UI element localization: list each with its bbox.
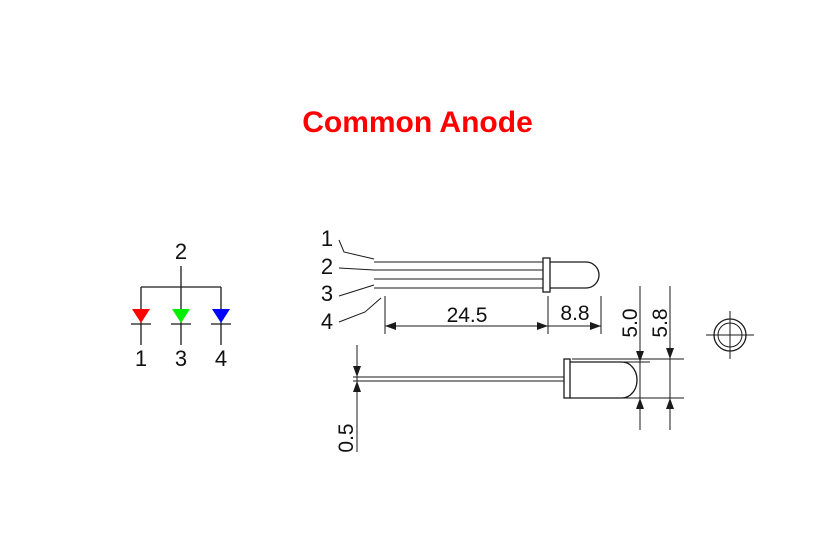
diode-red-symbol xyxy=(132,309,150,323)
diode-green-symbol xyxy=(172,309,190,323)
pin-label-2: 2 xyxy=(321,254,333,279)
common-pin-label: 2 xyxy=(175,239,187,264)
leader-pin-1 xyxy=(338,239,375,260)
pin-label-4: 4 xyxy=(321,309,333,334)
diagram-title: Common Anode xyxy=(302,106,533,139)
side-flange xyxy=(563,358,571,399)
diode-blue-pin-label: 4 xyxy=(215,346,227,371)
led-end-view xyxy=(706,311,754,359)
dim-lead-width: 0.5 xyxy=(335,423,358,452)
led-side-view: 0.5 5.0 5.8 xyxy=(335,286,684,453)
diode-red-pin-label: 1 xyxy=(135,346,147,371)
diode-green-pin-label: 3 xyxy=(175,346,187,371)
dim-flange-diameter: 5.8 xyxy=(649,308,672,337)
pin-label-3: 3 xyxy=(321,281,333,306)
leader-pin-4 xyxy=(338,297,382,323)
side-body xyxy=(570,361,638,399)
diode-green: 3 xyxy=(171,287,191,371)
schematic: 2 1 3 4 xyxy=(131,239,231,371)
dim-body-diameter: 5.0 xyxy=(619,308,642,337)
led-body xyxy=(550,261,600,289)
diode-red: 1 xyxy=(131,287,151,371)
leader-pin-3 xyxy=(338,284,375,297)
dim-body-length: 8.8 xyxy=(560,302,589,325)
dim-lead-length: 24.5 xyxy=(447,304,488,327)
diode-blue: 4 xyxy=(211,287,231,371)
led-top-view: 1 2 3 4 24.5 8.8 xyxy=(321,226,602,334)
pin-label-1: 1 xyxy=(321,226,333,251)
leader-pin-2 xyxy=(338,267,375,271)
led-flange xyxy=(542,257,551,293)
diode-blue-symbol xyxy=(212,309,230,323)
